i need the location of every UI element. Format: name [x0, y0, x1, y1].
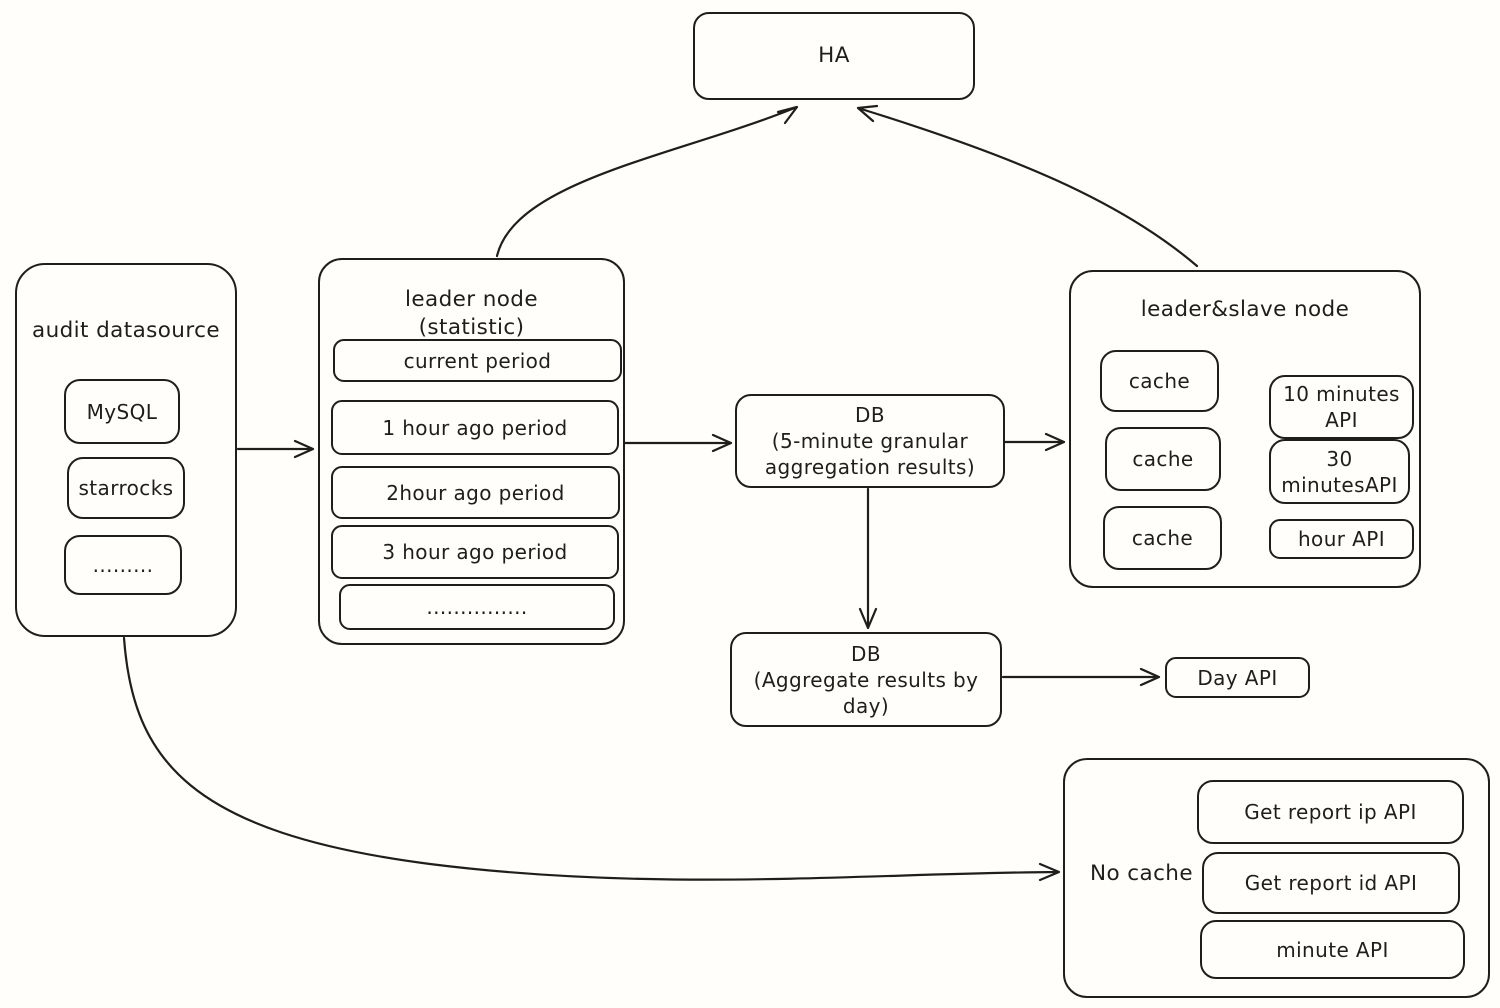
api-label: Get report ip API	[1244, 800, 1417, 824]
leader-node-title-line2: (statistic)	[418, 314, 525, 340]
cache-item-1: cache	[1100, 350, 1219, 412]
db-day-line3: day)	[842, 693, 890, 718]
leader-item-label: 2hour ago period	[386, 480, 565, 505]
cache-label: cache	[1128, 369, 1191, 393]
leader-item-current-period: current period	[333, 339, 622, 382]
arrow-audit-to-leader	[236, 439, 315, 459]
db-5min-line3: aggregation results)	[764, 455, 976, 479]
db-day-line2: (Aggregate results by	[753, 667, 979, 692]
cache-label: cache	[1131, 526, 1194, 550]
db-day-title: DB	[851, 641, 881, 666]
audit-datasource-title: audit datasource	[32, 318, 220, 343]
leader-item-3-hour-ago: 3 hour ago period	[331, 525, 619, 579]
api-item-10-minutes: 10 minutes API	[1269, 375, 1414, 439]
api-label: hour API	[1297, 527, 1385, 551]
leader-node-title-line1: leader node	[405, 287, 538, 312]
db-5min-line2: (5-minute granular	[771, 429, 969, 453]
api-item-minute: minute API	[1200, 920, 1465, 979]
audit-datasource-node: audit datasource MySQL starrocks .......…	[15, 263, 237, 637]
leader-item-2-hour-ago: 2hour ago period	[331, 466, 620, 519]
api-label: minute API	[1276, 937, 1389, 962]
no-cache-label: No cache	[1090, 861, 1193, 886]
arrow-db5-to-leaderslave	[1003, 432, 1066, 452]
api-item-get-report-id: Get report id API	[1202, 852, 1460, 914]
audit-item-mysql-label: MySQL	[86, 399, 158, 424]
db-5min-node: DB (5-minute granular aggregation result…	[735, 394, 1005, 488]
api-item-get-report-ip: Get report ip API	[1197, 780, 1464, 844]
leader-item-more-label: ...............	[426, 595, 528, 619]
arrow-leaderslave-to-ha	[856, 104, 1199, 268]
arrow-leader-to-ha	[495, 105, 799, 258]
day-api-node: Day API	[1165, 657, 1310, 698]
api-label: 30 minutesAPI	[1281, 446, 1398, 497]
api-item-hour: hour API	[1269, 519, 1414, 559]
cache-item-2: cache	[1105, 427, 1221, 491]
ha-node: HA	[693, 12, 975, 100]
api-label: 10 minutes API	[1283, 382, 1400, 432]
db-5min-title: DB	[855, 403, 885, 427]
leader-item-label: current period	[403, 348, 552, 373]
audit-item-starrocks: starrocks	[67, 457, 185, 519]
arrow-dbday-to-dayapi	[1001, 667, 1161, 687]
audit-item-more: .........	[64, 535, 182, 595]
ha-label: HA	[818, 43, 850, 69]
leader-slave-node: leader&slave node cache cache cache 10 m…	[1069, 270, 1421, 588]
arrow-leader-to-db5	[623, 433, 733, 453]
leader-item-label: 1 hour ago period	[382, 415, 568, 440]
audit-item-mysql: MySQL	[64, 379, 180, 444]
db-day-node: DB (Aggregate results by day)	[730, 632, 1002, 727]
leader-item-1-hour-ago: 1 hour ago period	[331, 400, 619, 455]
cache-label: cache	[1132, 447, 1194, 471]
arrow-db5-to-dbday	[858, 487, 878, 630]
audit-item-more-label: .........	[92, 553, 154, 577]
no-cache-node: No cache Get report ip API Get report id…	[1063, 758, 1490, 998]
day-api-label: Day API	[1197, 665, 1278, 690]
cache-item-3: cache	[1103, 506, 1222, 570]
leader-slave-title: leader&slave node	[1140, 297, 1350, 322]
api-label: Get report id API	[1244, 871, 1418, 895]
leader-node: leader node (statistic) current period 1…	[318, 258, 625, 645]
audit-item-starrocks-label: starrocks	[78, 476, 174, 500]
leader-item-label: 3 hour ago period	[382, 540, 568, 564]
leader-node-title: leader node (statistic)	[320, 286, 623, 342]
leader-item-more: ...............	[339, 584, 615, 630]
api-item-30-minutes: 30 minutesAPI	[1269, 439, 1410, 504]
